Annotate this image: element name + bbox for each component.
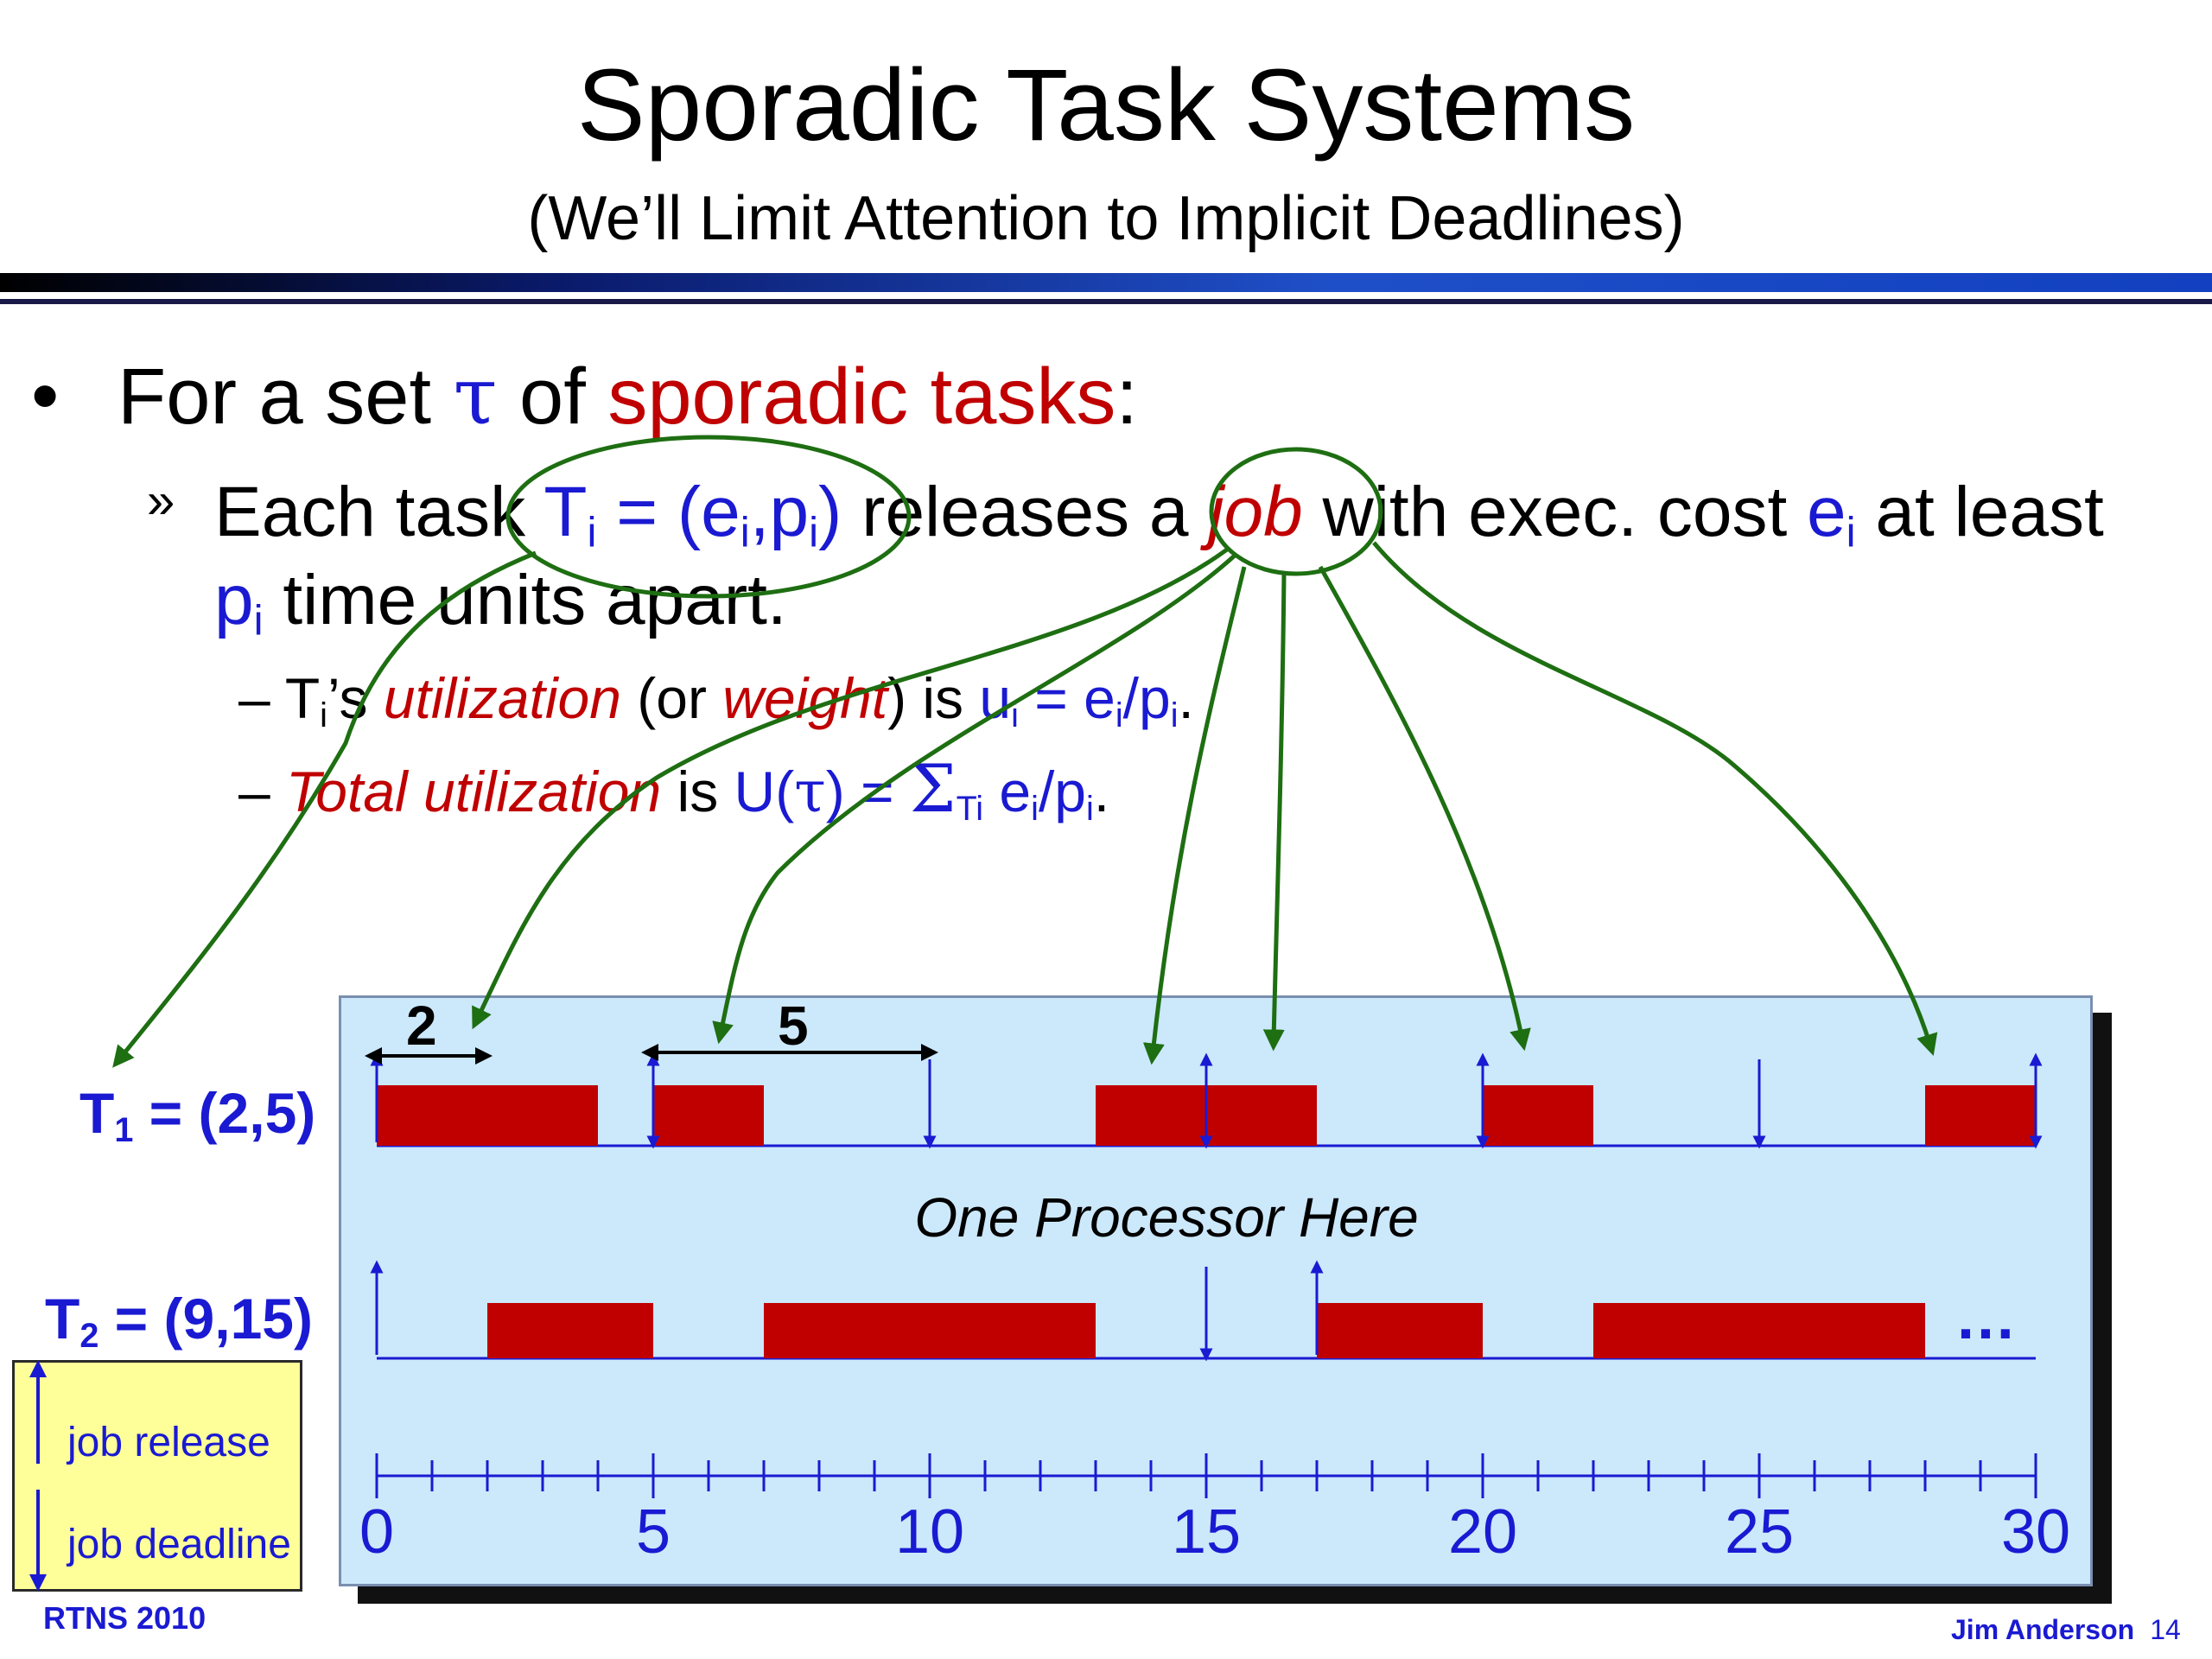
text: of (497, 353, 608, 441)
tau-symbol: τ (453, 350, 498, 442)
annotation-arrow-to-exec-cost (472, 547, 1229, 1030)
utilization-line: – Ti’s utilization (or weight) is ui = e… (238, 666, 1194, 734)
bullet-sporadic-tasks: For a set τ of sporadic tasks: (118, 353, 1138, 441)
task1-job-2 (653, 1085, 764, 1146)
job-highlight-ellipse (1209, 447, 1383, 576)
continuation-ellipsis: … (1955, 1283, 2017, 1352)
axis-tick-label-20: 20 (1447, 1497, 1518, 1567)
footer-conference: RTNS 2010 (43, 1600, 207, 1636)
task2-job-3 (1317, 1303, 1483, 1358)
weight-term: weight (722, 666, 888, 730)
axis-tick-label-25: 25 (1724, 1497, 1795, 1567)
sub-bullet-marker: » (147, 473, 175, 529)
text: : (1116, 353, 1138, 441)
task2-job-2 (764, 1303, 1096, 1358)
annotation-arrow-job3 (1142, 566, 1247, 1065)
axis-tick-label-15: 15 (1171, 1497, 1242, 1567)
task1-job-4 (1483, 1085, 1593, 1146)
annotation-arrow-job3b (1262, 573, 1287, 1052)
total-utilization-line: – Total utilization is U(τ) = ΣTi ei/pi. (238, 751, 1110, 828)
slide-title: Sporadic Task Systems (576, 48, 1636, 162)
text: time units apart. (263, 561, 787, 639)
exec-cost-symbol: ei (1807, 473, 1856, 556)
processor-label: One Processor Here (914, 1186, 1419, 1249)
sporadic-tasks-term: sporadic tasks (607, 353, 1116, 441)
total-utilization-term: Total utilization (286, 760, 662, 823)
exec-cost-dimension-label: 2 (406, 995, 437, 1057)
axis-tick-label-5: 5 (635, 1497, 671, 1567)
task2-job-4 (1593, 1303, 1925, 1358)
legend-deadline-label: job deadline (67, 1522, 291, 1567)
page-number: 14 (2150, 1614, 2181, 1645)
title-rule-thin (0, 299, 2212, 304)
task1-label: T1 = (2,5) (79, 1081, 316, 1149)
legend-release-label: job release (67, 1420, 270, 1465)
task2-job-1 (487, 1303, 653, 1358)
annotation-arrow-to-period (712, 553, 1237, 1045)
title-rule (0, 273, 2212, 292)
axis-tick-label-10: 10 (894, 1497, 965, 1567)
axis-tick-label-30: 30 (2000, 1497, 2071, 1567)
task-tuple: Ti = (ei,pi) (543, 473, 842, 556)
annotation-arrow-to-task1 (112, 550, 537, 1068)
total-utilization-formula: U(τ) = ΣTi ei/pi (734, 751, 1094, 828)
task1-job-1 (377, 1085, 598, 1146)
utilization-formula: ui = ei/pi (979, 666, 1179, 734)
text: For a set (118, 353, 454, 441)
task2-label: T2 = (9,15) (45, 1287, 313, 1355)
task-definition-line1: Each task Ti = (ei,pi) releases a job wi… (214, 473, 2104, 556)
axis-tick-label-0: 0 (359, 1497, 395, 1567)
bullet-marker: • (31, 352, 60, 440)
task1-job-5 (1925, 1085, 2036, 1146)
annotation-arrow-job4 (1318, 565, 1531, 1052)
text: at least (1855, 473, 2104, 551)
slide-subtitle: (We’ll Limit Attention to Implicit Deadl… (527, 184, 1685, 253)
task-tuple-highlight-ellipse (505, 435, 912, 599)
text: with exec. cost (1302, 473, 1808, 551)
legend-arrows (29, 1360, 47, 1592)
legend-box (12, 1360, 302, 1592)
utilization-term: utilization (383, 666, 621, 730)
text: Each task (214, 473, 544, 551)
task-definition-line2: pi time units apart. (214, 561, 787, 645)
period-symbol: pi (214, 561, 264, 645)
text: releases a (842, 473, 1209, 551)
job-term: job (1208, 473, 1303, 551)
annotation-arrow-job5 (1372, 541, 1938, 1056)
